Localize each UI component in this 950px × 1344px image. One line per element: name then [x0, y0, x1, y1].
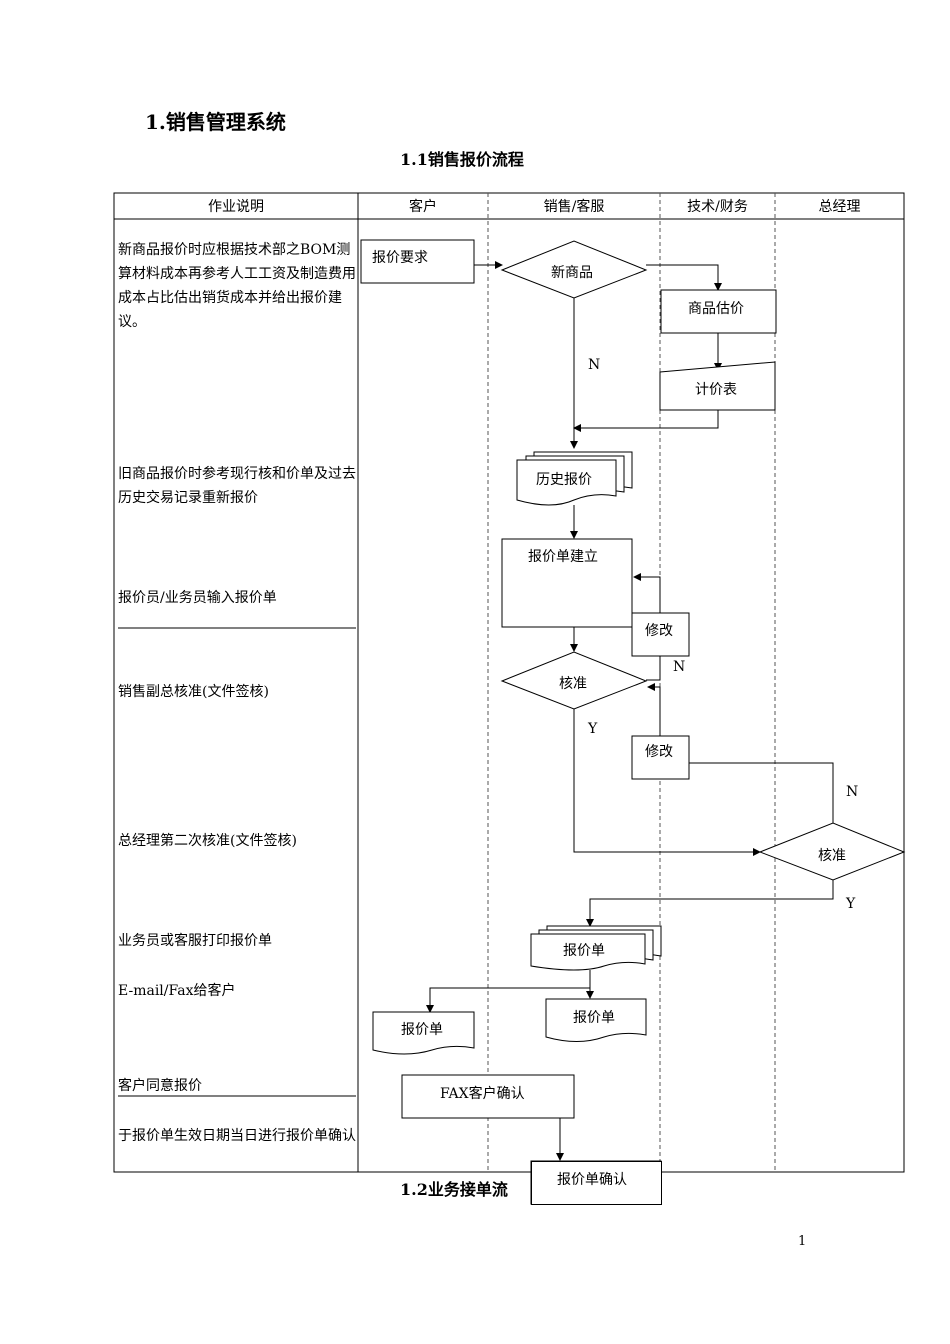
node-approve-1: 核准	[559, 676, 587, 692]
new-product-diamond	[500, 240, 648, 299]
line-approve1-to-modify1	[646, 656, 661, 681]
node-product-estimate: 商品估价	[688, 301, 744, 317]
table-frame	[113, 192, 905, 1173]
desc-print: 业务员或客服打印报价单	[118, 933, 272, 949]
page-heading: 1.销售管理系统	[145, 110, 286, 134]
history-quote-doc	[516, 459, 617, 506]
quote-confirm-cover	[531, 1161, 662, 1205]
node-quote-request: 报价要求	[372, 250, 428, 266]
approve-diamond-2	[758, 822, 906, 881]
label-n-approve1: N	[673, 659, 686, 675]
create-quote-box	[501, 538, 633, 628]
lane-header-sales: 销售/客服	[543, 199, 605, 215]
lane-header-gm: 总经理	[818, 199, 861, 215]
desc-email-fax: E-mail/Fax给客户	[118, 983, 236, 999]
next-section-title: 1.2业务接单流	[400, 1180, 508, 1199]
node-print-quote: 报价单	[563, 943, 605, 959]
desc-confirm: 于报价单生效日期当日进行报价单确认	[118, 1128, 356, 1144]
label-y-approve2: Y	[846, 896, 856, 912]
product-estimate-box	[660, 289, 777, 334]
node-sales-quote: 报价单	[573, 1010, 615, 1026]
node-modify-1: 修改	[645, 623, 673, 639]
label-n-new: N	[588, 357, 601, 373]
lane-header-customer: 客户	[409, 199, 437, 215]
node-new-product: 新商品	[551, 265, 593, 281]
desc-vp-approve: 销售副总核准(文件签核)	[118, 684, 269, 700]
arrow-modify2-to-approve1	[647, 683, 661, 736]
fax-confirm-box	[401, 1074, 575, 1119]
label-n-approve2: N	[846, 784, 859, 800]
node-modify-2: 修改	[645, 744, 673, 760]
lane-header-tech-finance: 技术/财务	[687, 199, 748, 215]
node-fax-confirm: FAX客户确认	[440, 1086, 525, 1102]
arrow-table-to-main	[573, 410, 719, 432]
arrow-modify1-to-create	[633, 573, 661, 613]
desc-gm-approve: 总经理第二次核准(文件签核)	[118, 833, 297, 849]
arrow-print-to-customer	[426, 987, 590, 1013]
print-quote-doc	[530, 933, 646, 971]
desc-customer-agree: 客户同意报价	[118, 1078, 202, 1094]
page-number: 1	[798, 1234, 807, 1249]
node-history-quote: 历史报价	[536, 472, 592, 488]
arrow-approve1-to-approve2	[573, 709, 761, 856]
lane-header-description: 作业说明	[208, 199, 264, 215]
node-price-table: 计价表	[695, 382, 737, 398]
approve-diamond-1	[500, 651, 648, 710]
line-approve2-to-modify2	[689, 762, 834, 823]
desc-input-quote: 报价员/业务员输入报价单	[118, 590, 277, 606]
customer-quote-doc	[372, 1011, 475, 1055]
sales-quote-doc	[545, 998, 647, 1042]
quote-request-box	[360, 239, 475, 284]
node-quote-confirm: 报价单确认	[557, 1172, 627, 1188]
desc-new-product: 新商品报价时应根据技术部之BOM测算材料成本再参考人工工资及制造费用成本占比估出…	[118, 242, 356, 330]
modify-box-2	[631, 735, 690, 780]
desc-old-product: 旧商品报价时参考现行核和价单及过去历史交易记录重新报价	[118, 466, 356, 506]
node-customer-quote: 报价单	[401, 1022, 443, 1038]
arrow-new-to-estimate	[646, 264, 722, 291]
section-title: 1.1销售报价流程	[400, 150, 524, 169]
node-approve-2: 核准	[818, 848, 846, 864]
modify-box-1	[631, 612, 690, 657]
label-y-approve1: Y	[588, 721, 598, 737]
node-create-quote: 报价单建立	[528, 549, 598, 565]
price-table-box	[659, 361, 776, 411]
arrow-approve2-to-print	[586, 880, 834, 927]
